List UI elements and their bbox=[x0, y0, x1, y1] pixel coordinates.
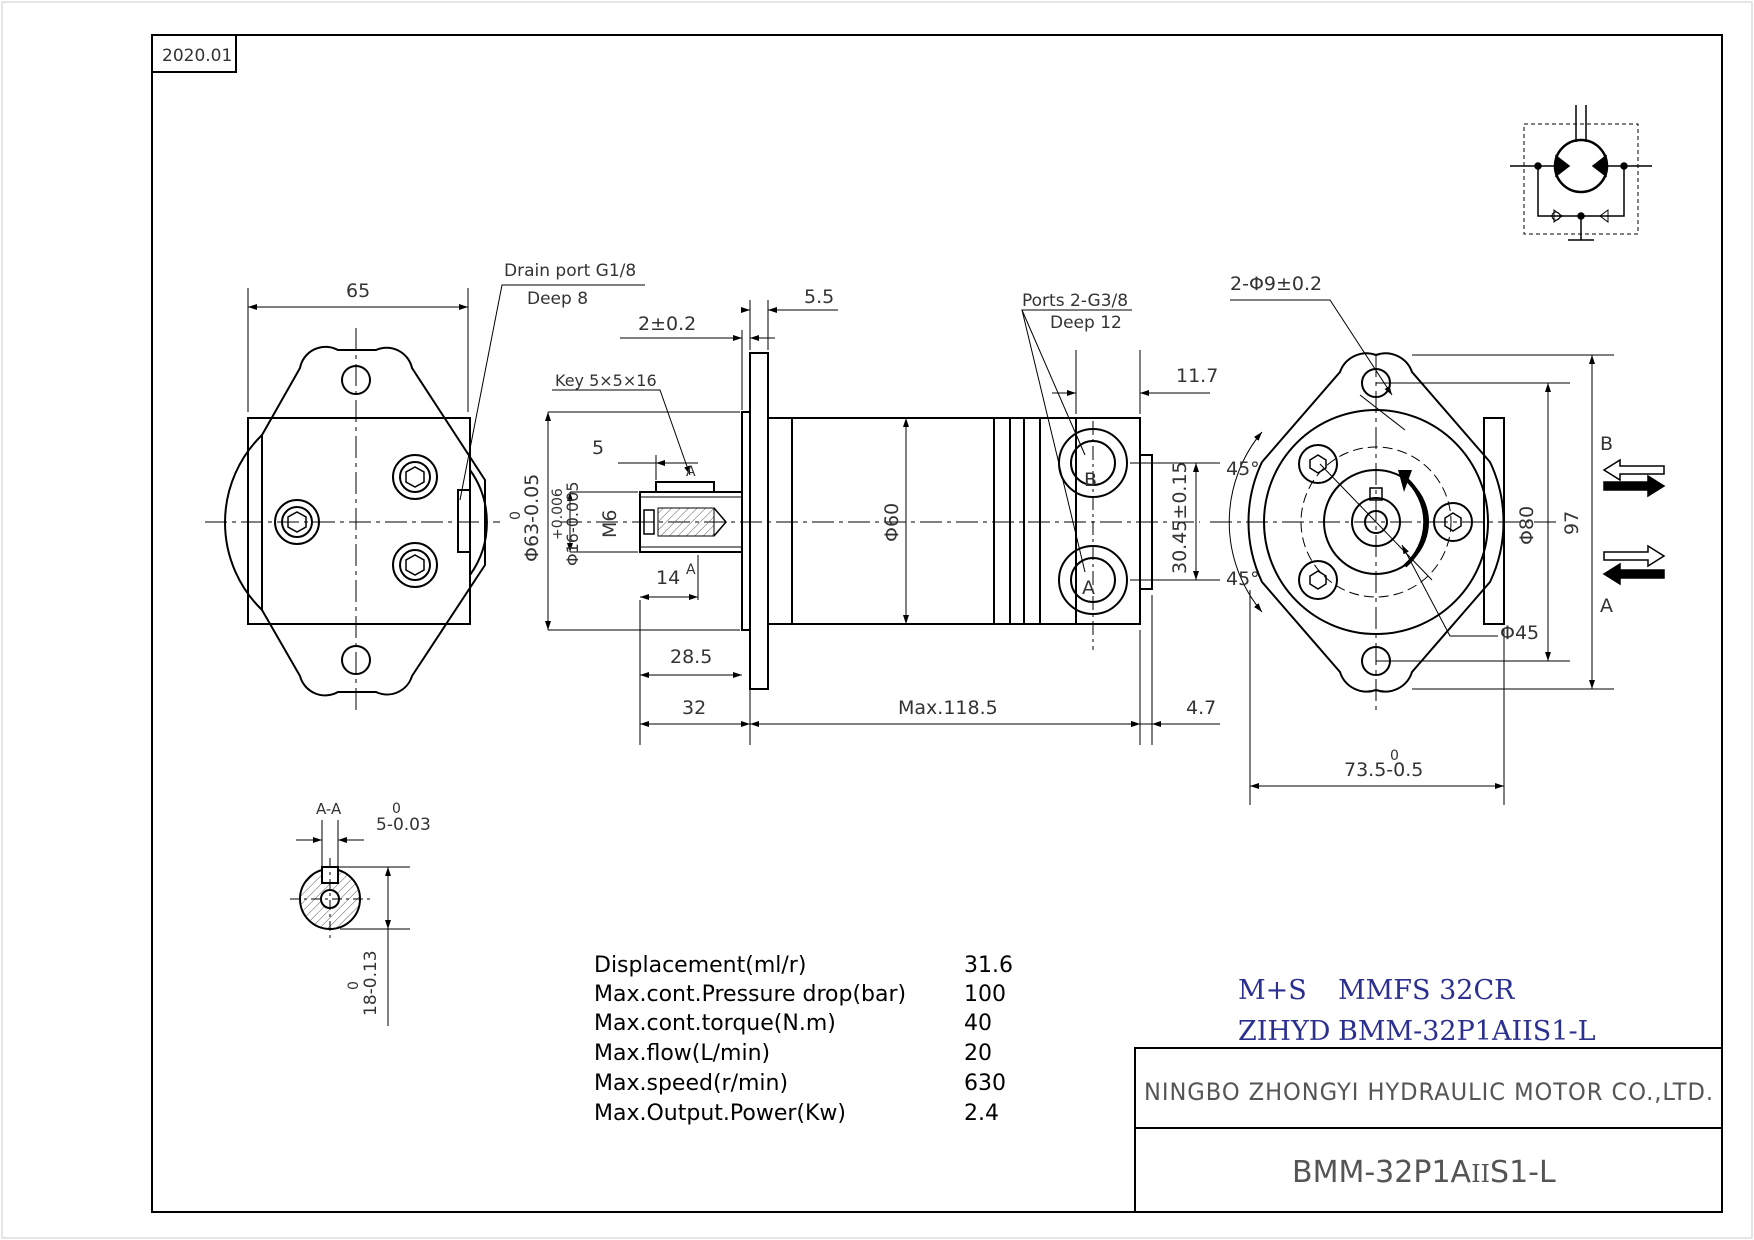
drain-port-note: Drain port G1/8 bbox=[504, 261, 636, 281]
dim-overall-w-tol: 0 bbox=[1390, 748, 1399, 764]
dim-pilot-dia: Φ63-0.05 bbox=[521, 474, 543, 562]
spec-value-3: 20 bbox=[964, 1041, 992, 1066]
dim-port-spacing: 30.45±0.15 bbox=[1169, 461, 1191, 574]
dim-overall-w: 73.5-0.5 bbox=[1344, 759, 1423, 781]
dim-angle-top: 45° bbox=[1226, 458, 1260, 480]
spec-value-1: 100 bbox=[964, 982, 1006, 1007]
dim-65: 65 bbox=[346, 280, 370, 302]
spec-value-0: 31.6 bbox=[964, 953, 1013, 978]
front-view bbox=[1210, 299, 1614, 805]
dim-shaft-len: 28.5 bbox=[670, 646, 712, 668]
title-block bbox=[1134, 1047, 1723, 1213]
dim-2-gap: 2±0.2 bbox=[638, 313, 696, 335]
brand-line2-a: ZIHYD bbox=[1238, 1016, 1330, 1047]
revision-box bbox=[151, 34, 237, 73]
side-view bbox=[545, 300, 1220, 745]
model-part-b: II bbox=[1471, 1160, 1490, 1188]
spec-value-4: 630 bbox=[964, 1071, 1006, 1096]
spec-table: Displacement(ml/r) 31.6 Max.cont.Pressur… bbox=[594, 953, 1013, 1126]
dim-angle-bottom: 45° bbox=[1226, 568, 1260, 590]
port-a-flow-label: A bbox=[1600, 595, 1613, 617]
dim-5-5: 5.5 bbox=[804, 286, 834, 308]
model-part-c: S1-L bbox=[1490, 1155, 1556, 1190]
brand-line2-b: BMM-32P1AIIS1-L bbox=[1338, 1016, 1596, 1047]
dim-pilot-tol: 0 bbox=[508, 511, 524, 520]
section-mark-top: A bbox=[686, 464, 696, 480]
left-view bbox=[205, 284, 645, 715]
dim-key-len: 14 bbox=[656, 567, 680, 589]
ports-depth-note: Deep 12 bbox=[1050, 313, 1122, 333]
model-number: BMM-32P1AIIS1-L bbox=[1292, 1155, 1556, 1190]
spec-value-5: 2.4 bbox=[964, 1101, 999, 1126]
dim-inner-dia: Φ45 bbox=[1500, 622, 1539, 644]
dim-key-width: 5-0.03 bbox=[376, 815, 431, 835]
port-b-flow-label: B bbox=[1600, 433, 1613, 455]
dim-flange-pos: 32 bbox=[682, 697, 706, 719]
dim-key-width-tol: 0 bbox=[392, 801, 401, 817]
flow-arrows bbox=[1602, 458, 1666, 586]
dim-thread: M6 bbox=[599, 510, 621, 538]
spec-label-5: Max.Output.Power(Kw) bbox=[594, 1101, 846, 1126]
brand-line1-a: M+S bbox=[1238, 975, 1307, 1006]
spec-label-1: Max.cont.Pressure drop(bar) bbox=[594, 982, 906, 1007]
dim-shaft-dia: Φ16-0.005 bbox=[563, 481, 582, 566]
dim-key-offset: 5 bbox=[592, 437, 604, 459]
brand-line1-b: MMFS 32CR bbox=[1338, 975, 1515, 1006]
revision-label: 2020.01 bbox=[162, 46, 232, 66]
port-a-label: A bbox=[1082, 577, 1095, 599]
drain-depth-note: Deep 8 bbox=[527, 289, 588, 309]
dim-key-height: 18-0.13 bbox=[361, 950, 381, 1016]
dim-tail: 4.7 bbox=[1186, 697, 1216, 719]
spec-label-0: Displacement(ml/r) bbox=[594, 953, 806, 978]
dim-port-offset: 11.7 bbox=[1176, 365, 1218, 387]
dim-body-len: Max.118.5 bbox=[898, 697, 998, 719]
company-name: NINGBO ZHONGYI HYDRAULIC MOTOR CO.,LTD. bbox=[1144, 1078, 1714, 1106]
section-a-a bbox=[290, 820, 410, 1026]
section-mark-bottom: A bbox=[686, 562, 696, 578]
dim-body-dia: Φ60 bbox=[881, 503, 903, 542]
dim-height: 97 bbox=[1561, 511, 1583, 535]
dim-shaft-tol: +0.006 bbox=[550, 488, 566, 540]
dim-bolt-circle: Φ80 bbox=[1516, 506, 1538, 545]
dim-key-height-tol: 0 bbox=[346, 981, 362, 990]
key-note: Key 5×5×16 bbox=[555, 371, 657, 390]
model-part-a: BMM-32P1A bbox=[1292, 1155, 1472, 1190]
spec-label-4: Max.speed(r/min) bbox=[594, 1071, 788, 1096]
spec-value-2: 40 bbox=[964, 1011, 992, 1036]
section-label: A-A bbox=[316, 800, 342, 818]
hydraulic-symbol-icon bbox=[1510, 105, 1652, 241]
spec-label-3: Max.flow(L/min) bbox=[594, 1041, 770, 1066]
ports-note: Ports 2-G3/8 bbox=[1022, 291, 1128, 311]
spec-label-2: Max.cont.torque(N.m) bbox=[594, 1011, 836, 1036]
port-b-label: B bbox=[1084, 469, 1097, 491]
drawing-border bbox=[151, 34, 1723, 1213]
holes-note: 2-Φ9±0.2 bbox=[1230, 273, 1322, 295]
